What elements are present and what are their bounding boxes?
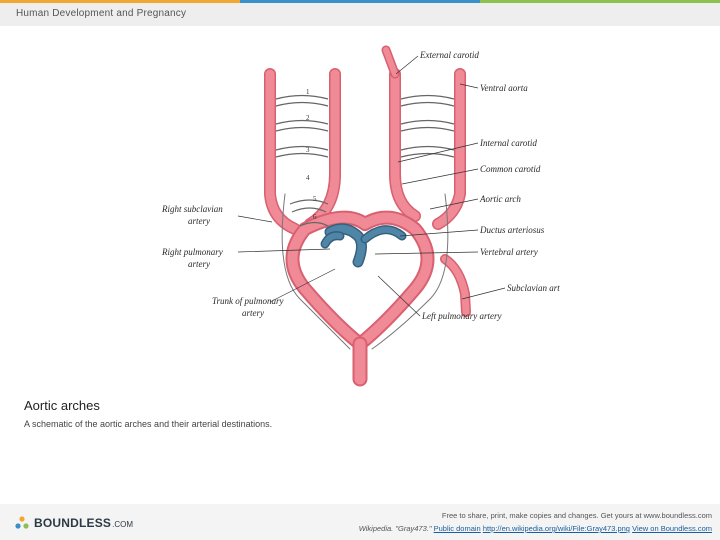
license-link[interactable]: Public domain xyxy=(433,524,481,533)
logo-suffix: .COM xyxy=(112,520,134,529)
label-right-subclavian-2: artery xyxy=(188,216,210,226)
source-text: Wikipedia. "Gray473." xyxy=(358,524,432,533)
view-on-boundless-link[interactable]: View on Boundless.com xyxy=(632,524,712,533)
label-trunk-pulmonary-1: Trunk of pulmonary xyxy=(212,296,284,306)
caption-text: A schematic of the aortic arches and the… xyxy=(24,419,273,429)
label-internal-carotid: Internal carotid xyxy=(479,138,537,148)
arch-number-6: 6 xyxy=(313,213,317,221)
share-text: Free to share, print, make copies and ch… xyxy=(441,511,712,520)
attribution: Free to share, print, make copies and ch… xyxy=(359,509,712,535)
label-trunk-pulmonary-2: artery xyxy=(242,308,264,318)
label-right-subclavian-1: Right subclavian xyxy=(161,204,223,214)
label-vertebral-artery: Vertebral artery xyxy=(480,247,538,257)
source-line: Wikipedia. "Gray473." Public domain http… xyxy=(359,522,712,535)
source-url-link[interactable]: http://en.wikipedia.org/wiki/File:Gray47… xyxy=(482,524,630,533)
label-left-pulmonary-artery: Left pulmonary artery xyxy=(421,311,502,321)
arch-number-4: 4 xyxy=(306,174,310,182)
arch-number-5: 5 xyxy=(313,195,317,203)
arch-number-3: 3 xyxy=(306,146,310,154)
label-ventral-aorta: Ventral aorta xyxy=(480,83,528,93)
stripe-green xyxy=(480,0,720,3)
label-aortic-arch: Aortic arch xyxy=(479,194,521,204)
top-bar: Human Development and Pregnancy xyxy=(0,0,720,26)
label-right-pulmonary-1: Right pulmonary xyxy=(161,247,223,257)
label-subclavian-artery: Subclavian artery xyxy=(507,283,560,293)
label-ductus-arteriosus: Ductus arteriosus xyxy=(479,225,545,235)
boundless-logo-icon xyxy=(15,516,29,529)
footer: BOUNDLESS .COM Free to share, print, mak… xyxy=(0,504,720,540)
aortic-arches-diagram: External carotid Ventral aorta Internal … xyxy=(160,44,560,389)
arch-number-1: 1 xyxy=(306,88,310,96)
aortic-arches-svg: External carotid Ventral aorta Internal … xyxy=(161,45,560,387)
arch-number-2: 2 xyxy=(306,114,310,122)
stripe-orange xyxy=(0,0,240,3)
label-external-carotid: External carotid xyxy=(419,50,479,60)
page-title: Human Development and Pregnancy xyxy=(16,8,187,19)
stripe-blue xyxy=(240,0,480,3)
label-common-carotid: Common carotid xyxy=(480,164,541,174)
caption-title: Aortic arches xyxy=(24,398,100,413)
boundless-logo[interactable]: BOUNDLESS .COM xyxy=(14,515,133,531)
logo-text: BOUNDLESS xyxy=(34,516,112,530)
label-right-pulmonary-2: artery xyxy=(188,259,210,269)
